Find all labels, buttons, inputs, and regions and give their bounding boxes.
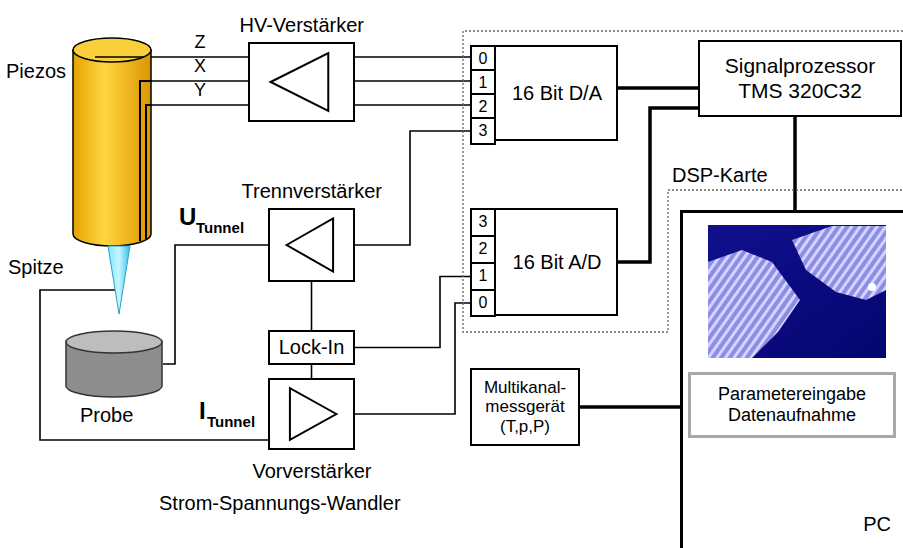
software-box: Parametereingabe Datenaufnahme: [688, 372, 896, 438]
converter-box: 16 Bit A/D 3 2 1 0: [470, 208, 618, 316]
electrode-stripe: [146, 105, 152, 239]
amplifier-box: VorverstärkerStrom-Spannungs-Wandler: [268, 378, 355, 450]
signal-wire: [40, 290, 268, 440]
card-outline: [463, 31, 903, 332]
shape-outline: [108, 246, 130, 314]
pin-box: 3: [470, 208, 496, 237]
node-label: 2: [479, 98, 488, 116]
tip-shape: [108, 246, 130, 314]
node-label: PC: [863, 513, 891, 536]
node-label: 0: [479, 294, 488, 312]
bus-line: [793, 117, 797, 210]
wire-label: X: [194, 56, 206, 77]
signal-wire: [152, 104, 248, 106]
node-label: 1: [479, 267, 488, 285]
piezo-body: [73, 50, 151, 246]
node-label: Multikanal- messgerät (T,p,P): [477, 378, 573, 437]
node-label: Parametereingabe Datenaufnahme: [696, 384, 888, 425]
signal-wire: [355, 80, 470, 82]
amplifier-box: Trennverstärker: [268, 208, 355, 282]
bus-line: [580, 405, 680, 409]
sample-top: [66, 331, 162, 353]
stm-island: [708, 250, 800, 358]
piezo-top: [73, 38, 151, 62]
bus-line: [618, 86, 698, 90]
signal-subscript: Tunnel: [196, 219, 244, 236]
node-label: 2: [479, 240, 488, 258]
node-label: Lock-In: [279, 336, 345, 359]
shape-outline: [250, 44, 353, 120]
shape-outline: [65, 330, 163, 398]
sample: Probe: [65, 330, 163, 398]
lockin-box: Lock-In: [268, 330, 355, 365]
signal-wire: [163, 245, 268, 364]
signal-wire: [355, 104, 470, 106]
amplifier-symbol: [271, 53, 329, 111]
node-label: Spitze: [8, 256, 64, 279]
stm-dot: [868, 283, 876, 291]
node-label: HV-Verstärker: [240, 14, 364, 37]
pin-box: 0: [470, 289, 496, 317]
node-label: TMS 320C32: [738, 79, 862, 103]
instrument-box: Multikanal- messgerät (T,p,P): [470, 368, 580, 446]
shape-outline: [270, 380, 353, 448]
node-label: 1: [479, 74, 488, 92]
computer-box: PC Parametereingabe Datenaufnahme: [680, 210, 903, 548]
stm-island: [792, 226, 886, 300]
node-label: Signalprozessor: [725, 54, 876, 78]
processor-box: SignalprozessorTMS 320C32: [698, 40, 902, 117]
stm-image: [708, 225, 886, 358]
node-label: Strom-Spannungs-Wandler: [159, 492, 401, 515]
node-label: Vorverstärker: [253, 460, 372, 483]
node-label: Probe: [80, 404, 133, 427]
amplifier-symbol: [290, 388, 336, 440]
signal-wire: [311, 365, 313, 378]
node-label: Piezos: [6, 60, 66, 83]
shape-outline: [270, 210, 353, 280]
pin-box: 1: [470, 262, 496, 291]
node-label: 16 Bit D/A: [512, 82, 602, 105]
amplifier-symbol: [287, 218, 333, 271]
node-label: DSP-Karte: [672, 164, 768, 187]
shape-outline: [72, 36, 152, 248]
signal-wire: [355, 303, 470, 414]
signal-name: I: [199, 397, 206, 425]
pin-box: 3: [470, 117, 496, 145]
signal-wire: [311, 282, 313, 330]
node-label: 0: [479, 50, 488, 68]
electrode-stripe: [140, 81, 152, 241]
tip: Spitze: [108, 246, 130, 314]
signal-name: U: [179, 203, 196, 231]
electrode-wire: [95, 56, 144, 58]
wire-label: Z: [195, 32, 206, 53]
signal-wire: [355, 56, 470, 58]
signal-subscript: Tunnel: [207, 413, 255, 430]
node-label: 3: [479, 213, 488, 231]
piezo-tube: Piezos: [72, 36, 152, 248]
signal-wire: [355, 277, 470, 348]
converter-box: 16 Bit D/A 0 1 2 3: [470, 45, 618, 141]
node-label: 16 Bit A/D: [513, 251, 602, 274]
node-label: Trennverstärker: [242, 180, 382, 203]
wire-label: Y: [194, 80, 206, 101]
node-label: 3: [479, 122, 488, 140]
amplifier-box: HV-Verstärker: [248, 42, 355, 122]
pin-box: 2: [470, 235, 496, 264]
